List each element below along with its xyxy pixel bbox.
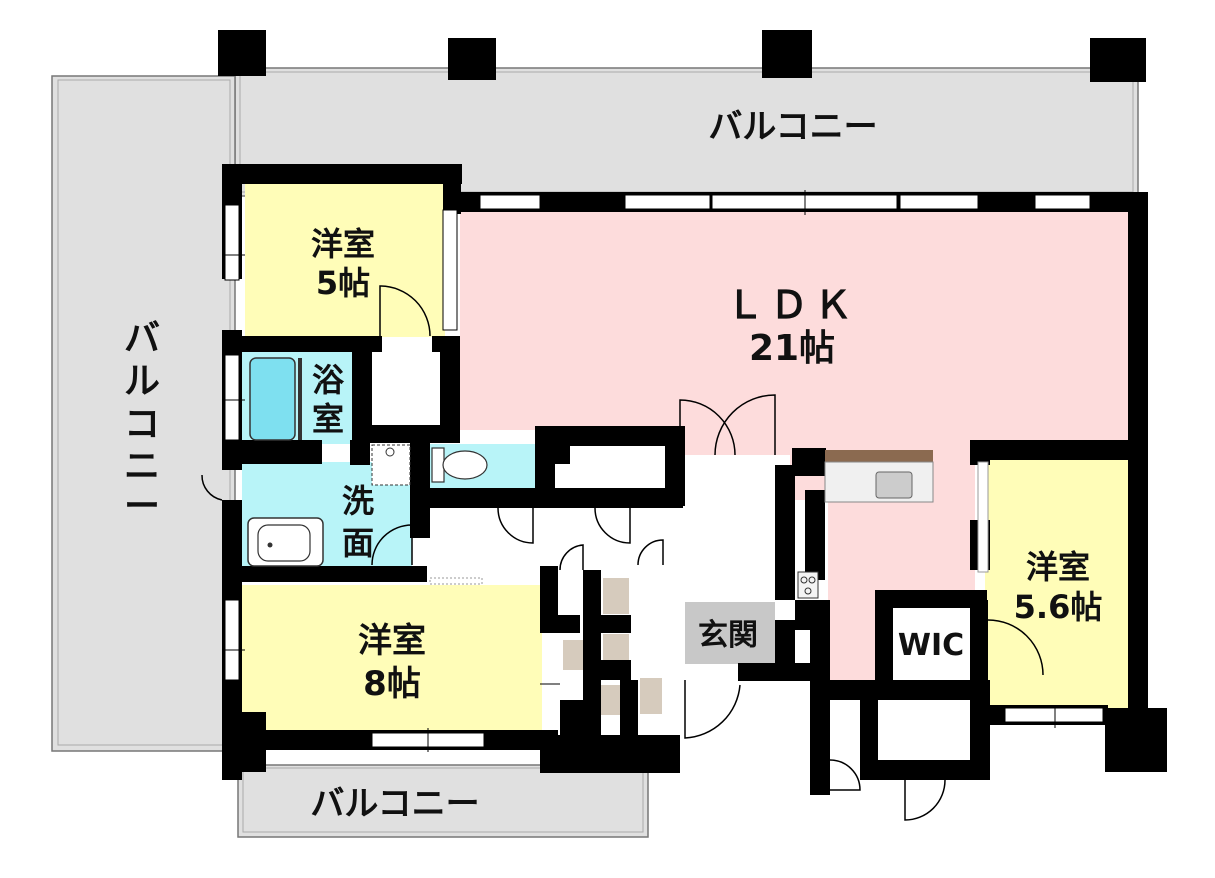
svg-text:ニ: ニ [124,446,160,487]
washroom-label-2: 面 [342,524,374,562]
balcony-bottom [237,764,649,838]
room-western-8 [242,585,542,733]
svg-text:ー: ー [124,486,160,527]
balcony-left-label: バ ル コ ニ ー [124,318,160,527]
balcony-top-label: バルコニー [708,107,877,147]
toilet-icon [431,447,488,483]
balcony-bottom-label: バルコニー [310,784,479,824]
stove-icon [797,571,819,599]
door-swings [201,285,1044,821]
kitchen-counter [824,450,934,503]
windows [224,190,1104,748]
room-wic [890,606,972,678]
column [218,30,266,76]
column [448,38,496,80]
bathtub-icon [249,357,302,441]
bath-label-1: 浴 [312,361,345,399]
room-western-56 [985,460,1130,708]
western-8-size: 8帖 [363,664,421,704]
balcony-left [51,75,236,752]
entrance-label: 玄関 [698,618,758,653]
sink-icon [247,517,324,567]
room-western-5 [245,182,445,337]
walls [222,164,1167,795]
washroom-label-1: 洗 [342,482,374,520]
column [1090,38,1146,82]
western-5-name: 洋室 [311,225,375,263]
washing-machine-icon [371,444,411,486]
ldk-name: ＬＤＫ [726,283,858,327]
room-ldk [460,210,1130,680]
svg-text:バ: バ [124,318,160,359]
western-8-name: 洋室 [358,621,426,661]
wic-label: WIC [898,628,964,663]
column [762,30,812,78]
bath-label-2: 室 [312,400,344,438]
svg-text:ル: ル [124,361,160,402]
entrance [685,602,775,664]
svg-text:コ: コ [124,404,160,445]
western-56-name: 洋室 [1026,548,1090,586]
western-5-size: 5帖 [316,264,370,302]
ldk-size: 21帖 [749,328,835,369]
western-56-size: 5.6帖 [1014,588,1103,626]
